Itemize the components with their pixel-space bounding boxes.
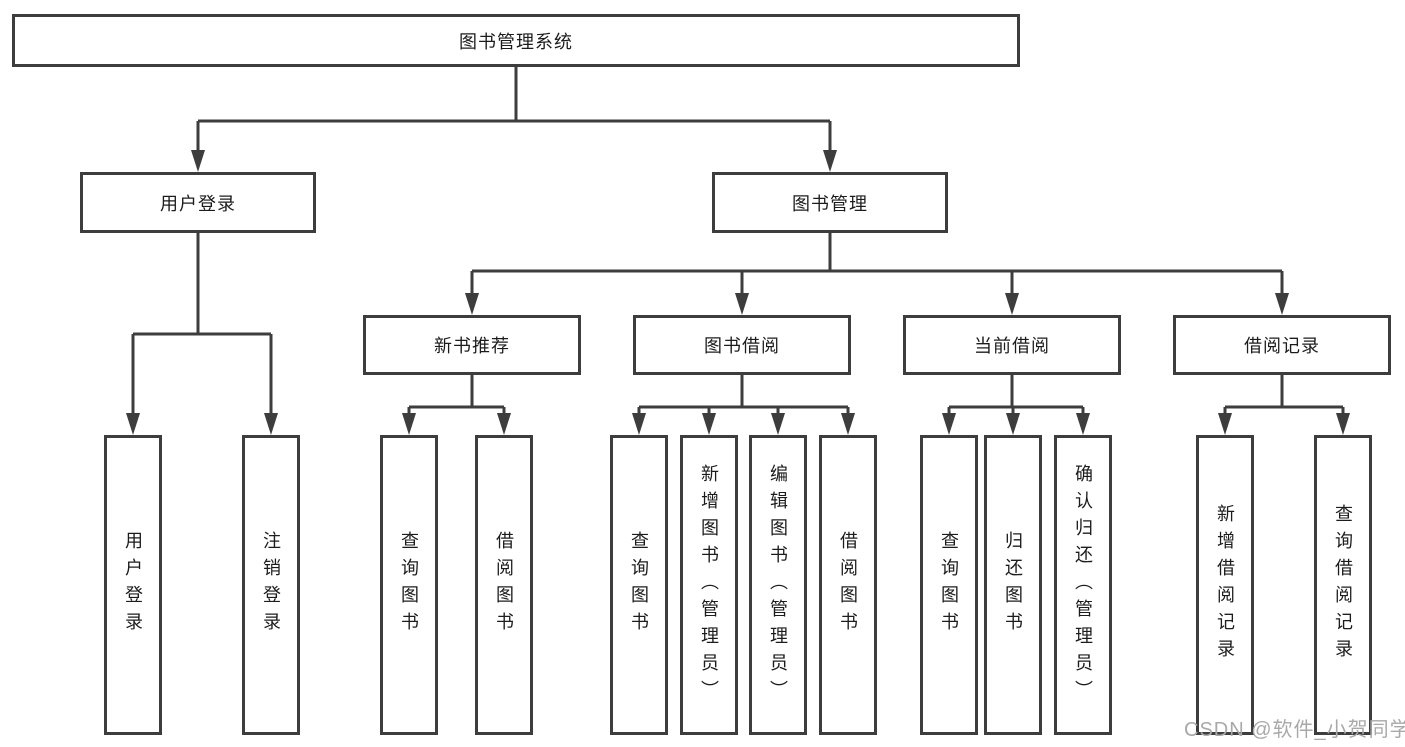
node-book-management-label: 图书管理 [792,193,868,214]
node-new-book-recommend: 新书推荐 [363,315,581,375]
node-root: 图书管理系统 [12,14,1020,67]
leaf-query-book-1: 查询图书 [380,435,438,735]
node-borrow-records: 借阅记录 [1173,315,1391,375]
node-current-borrow: 当前借阅 [903,315,1121,375]
watermark: CSDN @软件_小贺同学 [1184,719,1405,741]
leaf-query-book-3-label: 查询图书 [939,531,959,639]
leaf-return-book-label: 归还图书 [1003,531,1023,639]
leaf-query-book-3: 查询图书 [920,435,978,735]
node-book-management: 图书管理 [712,172,948,233]
leaf-edit-book-admin-label: 编辑图书（管理员） [768,463,788,707]
node-user-login: 用户登录 [80,172,316,233]
leaf-confirm-return-admin-label: 确认归还（管理员） [1073,463,1093,707]
leaf-return-book: 归还图书 [984,435,1042,735]
leaf-borrow-book-1-label: 借阅图书 [494,531,514,639]
node-current-borrow-label: 当前借阅 [974,336,1050,356]
node-root-label: 图书管理系统 [459,31,573,52]
leaf-logout: 注销登录 [242,435,300,735]
leaf-add-book-admin: 新增图书（管理员） [680,435,738,735]
leaf-logout-label: 注销登录 [261,531,281,639]
leaf-add-book-admin-label: 新增图书（管理员） [699,463,719,707]
leaf-user-login-label: 用户登录 [123,531,143,639]
node-book-borrow: 图书借阅 [633,315,851,375]
leaf-borrow-book-1: 借阅图书 [475,435,533,735]
node-new-book-recommend-label: 新书推荐 [434,336,510,356]
leaf-borrow-book-2-label: 借阅图书 [838,531,858,639]
leaf-add-borrow-record: 新增借阅记录 [1196,435,1254,735]
leaf-user-login: 用户登录 [104,435,162,735]
leaf-query-book-2-label: 查询图书 [629,531,649,639]
leaf-query-borrow-record: 查询借阅记录 [1314,435,1372,735]
node-user-login-label: 用户登录 [160,193,236,214]
leaf-edit-book-admin: 编辑图书（管理员） [749,435,807,735]
leaf-borrow-book-2: 借阅图书 [819,435,877,735]
leaf-query-borrow-record-label: 查询借阅记录 [1333,504,1353,666]
node-book-borrow-label: 图书借阅 [704,336,780,356]
leaf-add-borrow-record-label: 新增借阅记录 [1215,504,1235,666]
leaf-query-book-2: 查询图书 [610,435,668,735]
leaf-query-book-1-label: 查询图书 [399,531,419,639]
leaf-confirm-return-admin: 确认归还（管理员） [1054,435,1112,735]
node-borrow-records-label: 借阅记录 [1244,336,1320,356]
